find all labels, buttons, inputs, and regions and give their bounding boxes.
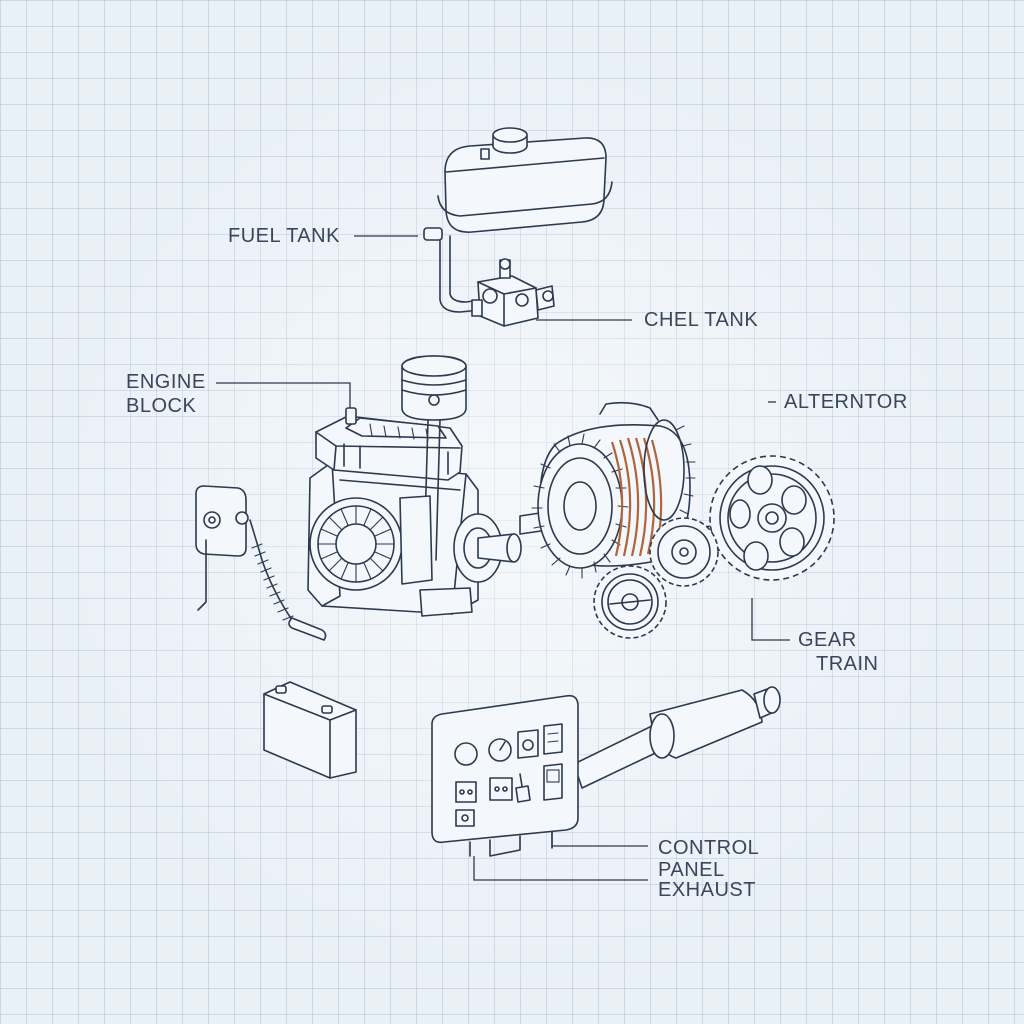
control-panel xyxy=(431,694,579,857)
small-gear xyxy=(593,565,667,639)
label-gear-line1: GEAR xyxy=(798,629,857,651)
label-exhaust: EXHAUST xyxy=(658,879,756,901)
alternator xyxy=(531,401,696,579)
label-engine-block-line1: ENGINE xyxy=(126,371,206,393)
label-engine-block-line2: BLOCK xyxy=(126,395,197,417)
leader-lines xyxy=(216,235,790,881)
label-alterntor: ALTERNTOR xyxy=(784,391,908,413)
medium-gear xyxy=(649,517,719,587)
exhaust-muffler xyxy=(573,686,781,789)
label-control-line1: CONTROL xyxy=(658,837,760,859)
label-chel-tank: CHEL TANK xyxy=(644,309,759,331)
battery xyxy=(263,681,357,779)
carburetor xyxy=(471,258,555,327)
fuel-tank xyxy=(423,127,613,313)
gear-train xyxy=(593,455,835,639)
large-gear xyxy=(709,455,835,581)
label-control-line2: PANEL xyxy=(658,859,725,881)
label-gear-line2: TRAIN xyxy=(816,653,879,675)
engine-block xyxy=(307,355,522,617)
pull-starter xyxy=(195,485,327,641)
label-fuel-tank: FUEL TANK xyxy=(228,225,340,247)
